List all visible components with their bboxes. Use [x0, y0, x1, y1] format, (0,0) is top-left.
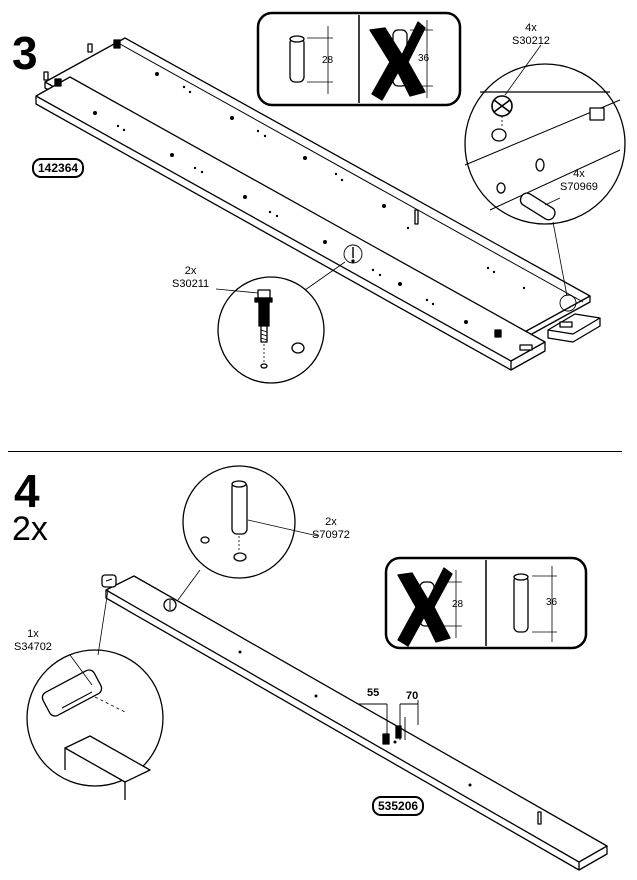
step3-detail-circle-right [464, 63, 626, 225]
section-divider [8, 451, 622, 452]
step4-dim-wrong: 28 [452, 599, 464, 610]
step4-measure-b: 70 [406, 690, 419, 702]
step4-number: 4 [14, 465, 40, 517]
step3-panel-holes [93, 72, 526, 324]
step3-drawing [35, 11, 626, 384]
step4-callout-b-code: S34702 [14, 641, 52, 653]
step4-rail-holes [238, 650, 472, 787]
step3-callout-b-code: S70969 [560, 181, 598, 193]
step3-detail-circle-left [217, 276, 325, 384]
step3-part-label: 142364 [32, 158, 85, 178]
step3-dim-wrong: 36 [418, 53, 430, 64]
step3-callout-c: 2x S30211 [172, 265, 209, 291]
step3-number: 3 [12, 27, 38, 79]
step3-callout-b: 4x S70969 [560, 168, 598, 194]
step3-callout-a-qty: 4x [525, 22, 537, 34]
step4-cross-icon [397, 567, 453, 647]
step3-callout-c-code: S30211 [172, 278, 210, 290]
step4-part-label: 535206 [372, 796, 425, 816]
step4-callout-b: 1x S34702 [14, 628, 52, 654]
step4-measure-a: 55 [367, 687, 380, 699]
step3-callout-a: 4x S30212 [512, 22, 550, 48]
step4-callout-a: 2x S70972 [312, 516, 350, 542]
step3-cross-icon [369, 21, 426, 101]
step4-multiplier: 2x [12, 510, 48, 548]
step3-callout-a-code: S30212 [512, 35, 550, 47]
step4-callout-a-code: S70972 [312, 529, 350, 541]
step4-callout-a-qty: 2x [325, 516, 337, 528]
step4-drawing [26, 465, 608, 871]
step4-callout-b-qty: 1x [27, 628, 39, 640]
step3-callout-c-qty: 2x [184, 265, 197, 277]
step4-dim-ok: 36 [546, 597, 558, 608]
step3-callout-b-qty: 4x [573, 168, 585, 180]
step3-dim-ok: 28 [322, 55, 334, 66]
